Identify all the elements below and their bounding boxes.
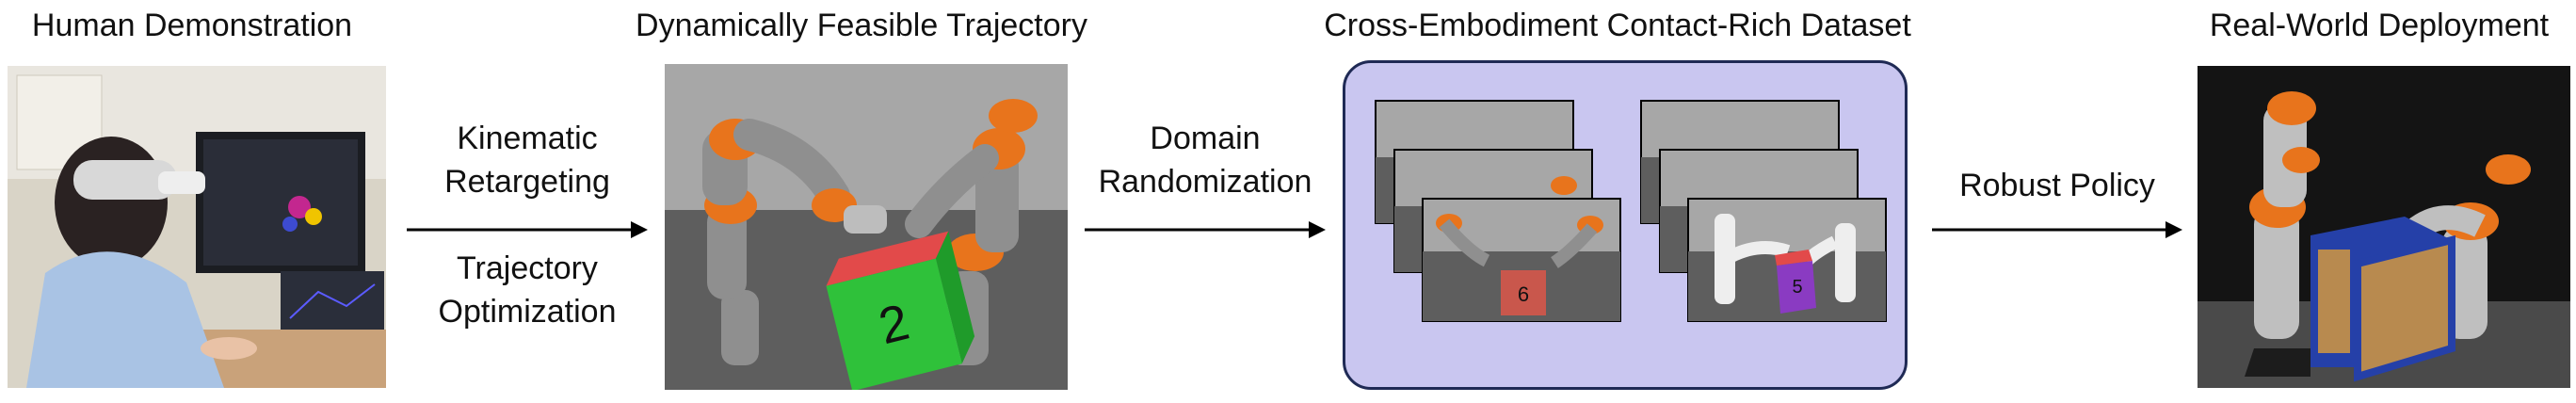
real-world-deployment-photo — [2198, 66, 2570, 388]
title-dynamically-feasible-trajectory: Dynamically Feasible Trajectory — [636, 8, 1087, 43]
dataset-purple-cube-number: 5 — [1792, 277, 1802, 298]
human-demonstration-photo — [8, 66, 386, 388]
arrow-domain-randomization — [1085, 221, 1326, 238]
arrow-retargeting — [407, 221, 648, 238]
arrow-robust-policy — [1932, 221, 2182, 238]
label-optimization: Optimization — [438, 294, 617, 330]
left-robot-arm — [702, 119, 887, 365]
dataset-stack-kuka: 6 — [1375, 100, 1621, 322]
right-robot-arm — [905, 99, 1038, 365]
label-robust-policy: Robust Policy — [1959, 168, 2155, 203]
title-human-demonstration: Human Demonstration — [31, 8, 353, 43]
title-real-world-deployment: Real-World Deployment — [2209, 8, 2550, 43]
label-domain: Domain — [1150, 121, 1261, 156]
dataset-stack-other-robot: 5 — [1640, 100, 1887, 322]
dataset-cube-number: 6 — [1518, 282, 1529, 306]
trajectory-simulation-render: 2 — [665, 64, 1068, 390]
cube-object: 2 — [826, 231, 975, 390]
label-randomization: Randomization — [1098, 164, 1312, 200]
label-retargeting: Retargeting — [444, 164, 610, 200]
dataset-container: 6 5 — [1343, 60, 1908, 390]
label-trajectory: Trajectory — [457, 250, 598, 286]
label-kinematic: Kinematic — [457, 121, 598, 156]
title-cross-embodiment-dataset: Cross-Embodiment Contact-Rich Dataset — [1324, 8, 1911, 43]
